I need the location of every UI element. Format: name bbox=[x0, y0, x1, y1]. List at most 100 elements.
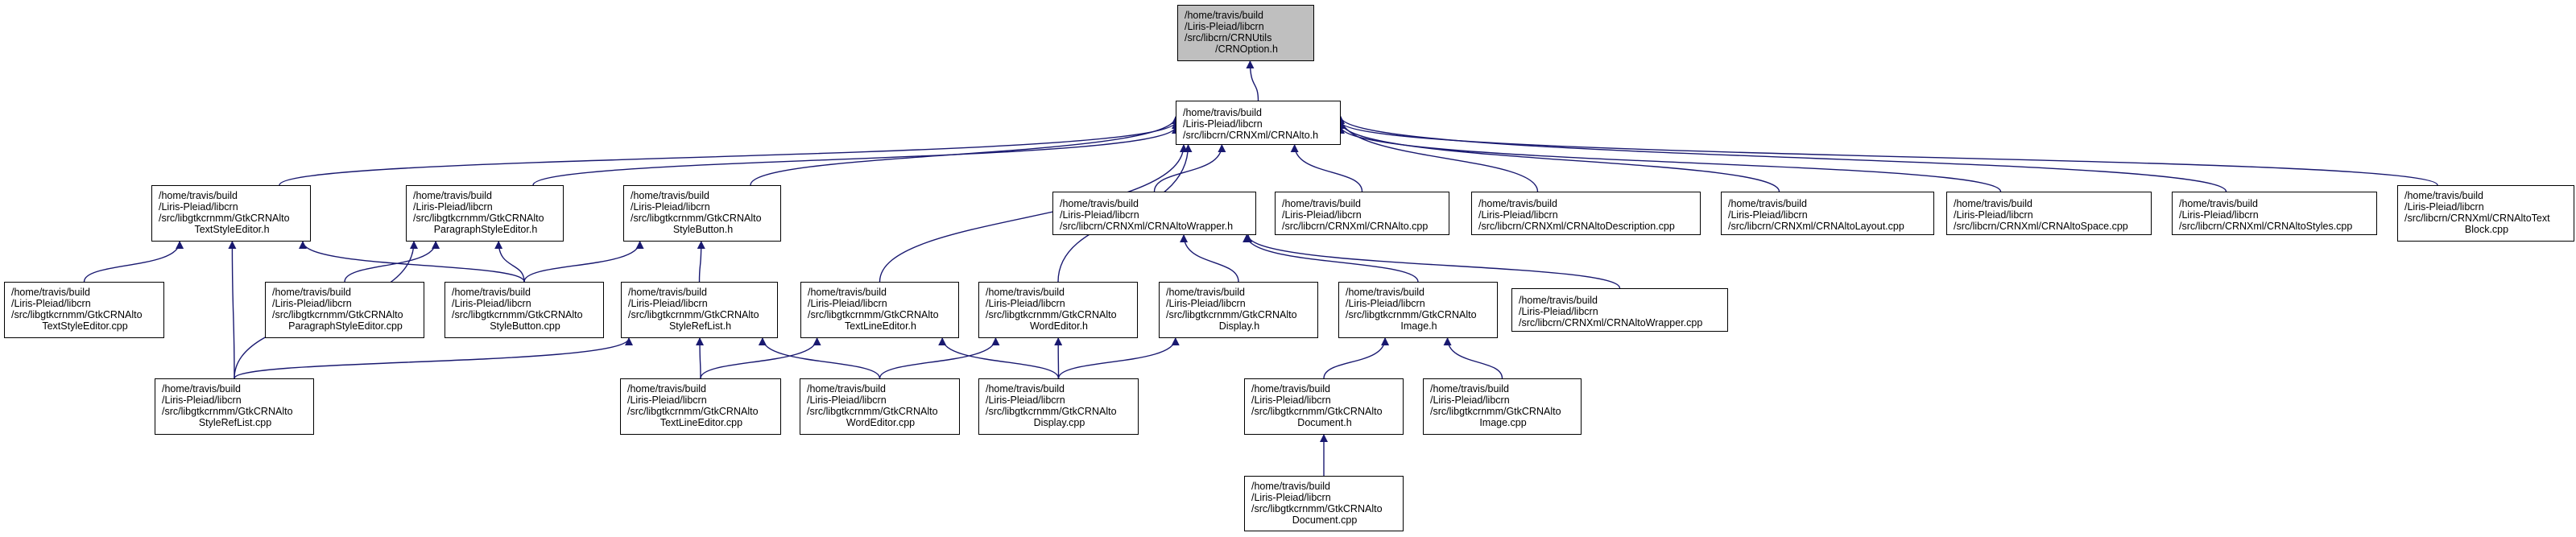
node-label-line: /home/travis/build bbox=[808, 287, 887, 298]
edge-stylereflist-cpp-to-stylereflist-h bbox=[234, 337, 633, 379]
edge-textstyleeditor-cpp-to-textstyleeditor-h bbox=[83, 241, 184, 283]
graph-node-textstyleeditor-cpp[interactable]: /home/travis/build/Liris-Pleiad/libcrn/s… bbox=[4, 282, 164, 338]
node-label-line: /Liris-Pleiad/libcrn bbox=[986, 394, 1065, 406]
graph-node-crnalto-h[interactable]: /home/travis/build/Liris-Pleiad/libcrn/s… bbox=[1176, 101, 1341, 145]
node-label-line: /home/travis/build bbox=[631, 190, 709, 201]
graph-node-wordeditor-h[interactable]: /home/travis/build/Liris-Pleiad/libcrn/s… bbox=[978, 282, 1138, 338]
graph-node-display-cpp[interactable]: /home/travis/build/Liris-Pleiad/libcrn/s… bbox=[978, 378, 1139, 435]
graph-node-image-cpp[interactable]: /home/travis/build/Liris-Pleiad/libcrn/s… bbox=[1423, 378, 1582, 435]
node-label-line: /Liris-Pleiad/libcrn bbox=[1166, 298, 1246, 309]
edge-stylebutton-cpp-to-paragraphstyleeditor-h bbox=[494, 241, 525, 283]
graph-node-textlineeditor-h[interactable]: /home/travis/build/Liris-Pleiad/libcrn/s… bbox=[800, 282, 959, 338]
edge-image-cpp-to-image-h bbox=[1443, 337, 1503, 379]
node-label-line: /Liris-Pleiad/libcrn bbox=[1185, 21, 1264, 32]
node-label-line: /Liris-Pleiad/libcrn bbox=[1728, 209, 1808, 221]
graph-node-crnaltowrapper-h[interactable]: /home/travis/build/Liris-Pleiad/libcrn/s… bbox=[1052, 192, 1256, 235]
edge-stylebutton-h-to-crnalto-h bbox=[750, 116, 1180, 186]
graph-node-stylereflist-cpp[interactable]: /home/travis/build/Liris-Pleiad/libcrn/s… bbox=[155, 378, 314, 435]
graph-node-document-cpp[interactable]: /home/travis/build/Liris-Pleiad/libcrn/s… bbox=[1244, 476, 1404, 531]
graph-node-paragraphstyleeditor-cpp[interactable]: /home/travis/build/Liris-Pleiad/libcrn/s… bbox=[265, 282, 424, 338]
node-label-line: /home/travis/build bbox=[162, 383, 241, 394]
graph-node-crnalto-cpp[interactable]: /home/travis/build/Liris-Pleiad/libcrn/s… bbox=[1275, 192, 1449, 235]
graph-node-textstyleeditor-h[interactable]: /home/travis/build/Liris-Pleiad/libcrn/s… bbox=[151, 185, 311, 242]
node-label-line: /Liris-Pleiad/libcrn bbox=[628, 298, 708, 309]
node-label-line: /home/travis/build bbox=[2179, 198, 2258, 209]
node-label-line: /home/travis/build bbox=[1282, 198, 1361, 209]
node-label-line: /src/libcrn/CRNXml/CRNAltoSpace.cpp bbox=[1954, 221, 2128, 232]
node-label-line: /src/libgtkcrnmm/GtkCRNAlto bbox=[1166, 309, 1297, 320]
node-label-line: Document.cpp bbox=[1292, 514, 1358, 526]
graph-node-display-h[interactable]: /home/travis/build/Liris-Pleiad/libcrn/s… bbox=[1159, 282, 1318, 338]
node-label-line: /Liris-Pleiad/libcrn bbox=[1430, 394, 1510, 406]
node-label-line: /home/travis/build bbox=[627, 383, 706, 394]
node-label-line: TextStyleEditor.cpp bbox=[42, 320, 128, 332]
node-label-line: ParagraphStyleEditor.h bbox=[433, 224, 538, 235]
node-label-line: /home/travis/build bbox=[1251, 383, 1330, 394]
node-label-line: /Liris-Pleiad/libcrn bbox=[1282, 209, 1362, 221]
edge-textlineeditor-h-to-crnalto-h bbox=[879, 144, 1188, 283]
node-label-line: /home/travis/build bbox=[2404, 190, 2483, 201]
node-label-line: /src/libgtkcrnmm/GtkCRNAlto bbox=[452, 309, 583, 320]
edge-crnalto-cpp-to-crnalto-h bbox=[1290, 144, 1363, 192]
edge-display-h-to-crnaltowrapper-h bbox=[1180, 234, 1239, 283]
graph-node-crnaltolayout-cpp[interactable]: /home/travis/build/Liris-Pleiad/libcrn/s… bbox=[1721, 192, 1934, 235]
node-label-line: /src/libcrn/CRNXml/CRNAltoWrapper.cpp bbox=[1519, 317, 1703, 328]
graph-node-stylebutton-cpp[interactable]: /home/travis/build/Liris-Pleiad/libcrn/s… bbox=[444, 282, 604, 338]
graph-node-stylebutton-h[interactable]: /home/travis/build/Liris-Pleiad/libcrn/s… bbox=[623, 185, 781, 242]
node-label-line: /Liris-Pleiad/libcrn bbox=[1251, 394, 1331, 406]
node-label-line: TextLineEditor.cpp bbox=[660, 417, 743, 428]
graph-node-crnaltodescription-cpp[interactable]: /home/travis/build/Liris-Pleiad/libcrn/s… bbox=[1471, 192, 1701, 235]
node-label-line: /Liris-Pleiad/libcrn bbox=[986, 298, 1065, 309]
node-label-line: /Liris-Pleiad/libcrn bbox=[1251, 492, 1331, 503]
edge-crnaltowrapper-cpp-to-crnaltowrapper-h bbox=[1244, 234, 1621, 289]
graph-node-crnaltospace-cpp[interactable]: /home/travis/build/Liris-Pleiad/libcrn/s… bbox=[1946, 192, 2152, 235]
edge-paragraphstyleeditor-h-to-crnalto-h bbox=[532, 126, 1180, 186]
node-label-line: /Liris-Pleiad/libcrn bbox=[1954, 209, 2033, 221]
node-label-line: /home/travis/build bbox=[1430, 383, 1509, 394]
node-label-line: /Liris-Pleiad/libcrn bbox=[1183, 118, 1263, 130]
edge-crnaltowrapper-h-to-crnalto-h bbox=[1153, 144, 1226, 192]
node-label-line: /home/travis/build bbox=[1166, 287, 1245, 298]
node-label-line: /Liris-Pleiad/libcrn bbox=[2404, 201, 2484, 213]
graph-node-crnaltostyles-cpp[interactable]: /home/travis/build/Liris-Pleiad/libcrn/s… bbox=[2172, 192, 2377, 235]
node-label-line: /src/libcrn/CRNXml/CRNAlto.h bbox=[1183, 130, 1319, 141]
node-label-line: /home/travis/build bbox=[11, 287, 90, 298]
edge-document-h-to-image-h bbox=[1323, 337, 1390, 379]
graph-node-crnaltowrapper-cpp[interactable]: /home/travis/build/Liris-Pleiad/libcrn/s… bbox=[1511, 288, 1728, 332]
node-label-line: /src/libgtkcrnmm/GtkCRNAlto bbox=[986, 309, 1117, 320]
node-label-line: /home/travis/build bbox=[986, 383, 1065, 394]
graph-node-image-h[interactable]: /home/travis/build/Liris-Pleiad/libcrn/s… bbox=[1338, 282, 1498, 338]
graph-node-crnaltotextblock-cpp[interactable]: /home/travis/build/Liris-Pleiad/libcrn/s… bbox=[2397, 185, 2574, 242]
node-label-line: StyleRefList.h bbox=[668, 320, 732, 332]
edge-stylereflist-cpp-to-textstyleeditor-h bbox=[228, 241, 237, 379]
node-label-line: /CRNOption.h bbox=[1215, 43, 1278, 55]
edge-crnaltostyles-cpp-to-crnalto-h bbox=[1337, 116, 2227, 192]
node-label-line: /src/libgtkcrnmm/GtkCRNAlto bbox=[1346, 309, 1477, 320]
node-label-line: /Liris-Pleiad/libcrn bbox=[162, 394, 242, 406]
node-label-line: /src/libgtkcrnmm/GtkCRNAlto bbox=[272, 309, 403, 320]
node-label-line: /src/libcrn/CRNXml/CRNAlto.cpp bbox=[1282, 221, 1429, 232]
node-label-line: /Liris-Pleiad/libcrn bbox=[1346, 298, 1425, 309]
node-label-line: Display.cpp bbox=[1033, 417, 1085, 428]
graph-node-document-h[interactable]: /home/travis/build/Liris-Pleiad/libcrn/s… bbox=[1244, 378, 1404, 435]
graph-node-paragraphstyleeditor-h[interactable]: /home/travis/build/Liris-Pleiad/libcrn/s… bbox=[406, 185, 564, 242]
edge-crnaltotextblock-cpp-to-crnalto-h bbox=[1337, 121, 2438, 186]
node-label-line: /src/libgtkcrnmm/GtkCRNAlto bbox=[1251, 406, 1383, 417]
node-label-line: /home/travis/build bbox=[159, 190, 238, 201]
graph-node-wordeditor-cpp[interactable]: /home/travis/build/Liris-Pleiad/libcrn/s… bbox=[800, 378, 960, 435]
node-label-line: /src/libcrn/CRNXml/CRNAltoLayout.cpp bbox=[1728, 221, 1904, 232]
node-label-line: /Liris-Pleiad/libcrn bbox=[272, 298, 352, 309]
node-label-line: TextStyleEditor.h bbox=[194, 224, 270, 235]
node-label-line: /Liris-Pleiad/libcrn bbox=[1519, 306, 1598, 317]
node-label-line: /src/libgtkcrnmm/GtkCRNAlto bbox=[628, 309, 759, 320]
node-label-line: /home/travis/build bbox=[807, 383, 886, 394]
node-label-line: /src/libcrn/CRNXml/CRNAltoDescription.cp… bbox=[1478, 221, 1675, 232]
graph-node-textlineeditor-cpp[interactable]: /home/travis/build/Liris-Pleiad/libcrn/s… bbox=[620, 378, 781, 435]
node-label-line: /Liris-Pleiad/libcrn bbox=[2179, 209, 2259, 221]
graph-node-stylereflist-h[interactable]: /home/travis/build/Liris-Pleiad/libcrn/s… bbox=[621, 282, 778, 338]
node-label-line: /src/libcrn/CRNXml/CRNAltoStyles.cpp bbox=[2179, 221, 2353, 232]
node-label-line: /home/travis/build bbox=[1954, 198, 2032, 209]
node-label-line: /home/travis/build bbox=[452, 287, 531, 298]
node-label-line: /Liris-Pleiad/libcrn bbox=[808, 298, 887, 309]
edge-crnalto-h-to-crnoption-h bbox=[1246, 60, 1259, 101]
